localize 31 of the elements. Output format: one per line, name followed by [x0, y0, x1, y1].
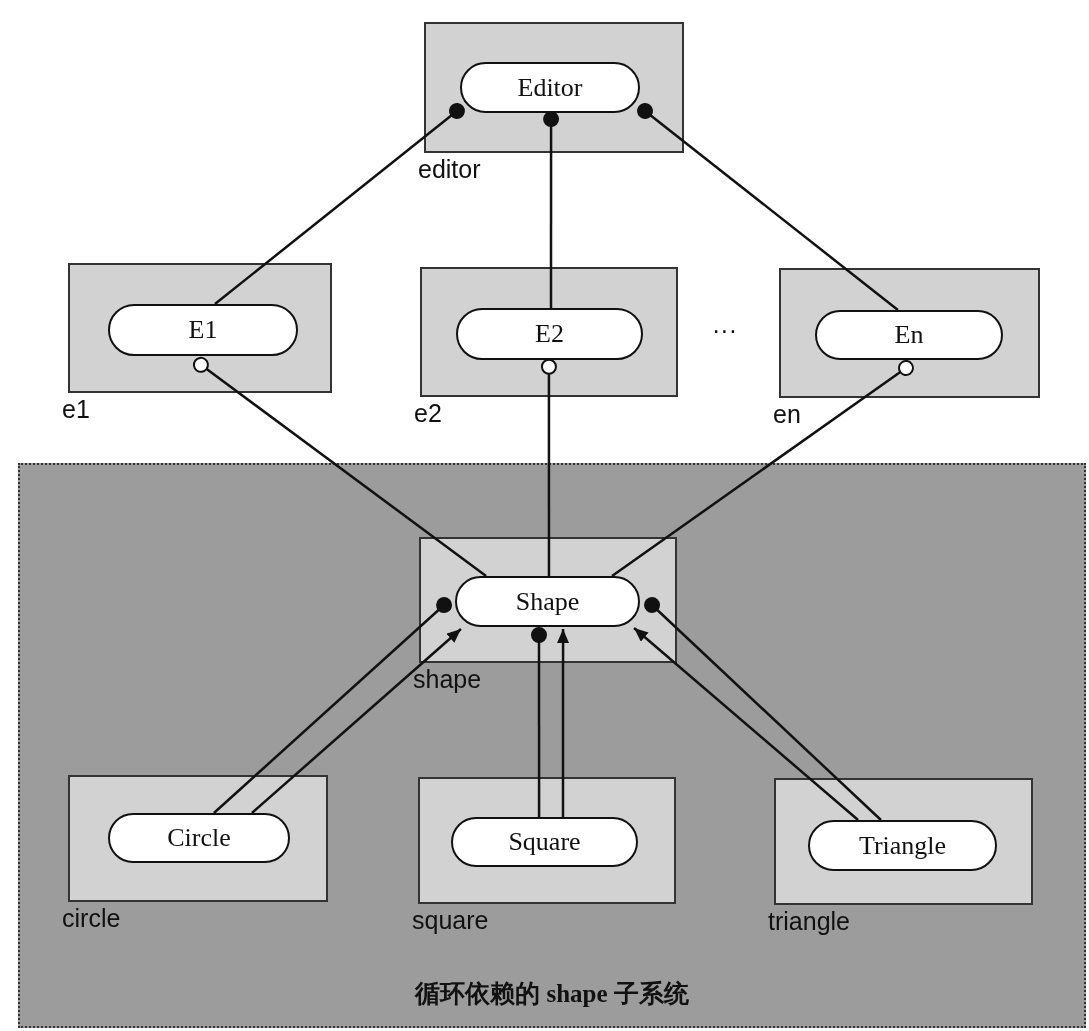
arrow [557, 629, 570, 817]
ball-connector [214, 102, 465, 305]
rounded-box: Circle [108, 813, 290, 863]
ball-connector [192, 356, 487, 577]
rounded-box: E1 [108, 304, 298, 356]
ball-connector [213, 597, 453, 814]
ball-connector [543, 111, 560, 308]
region-caption: 循环依赖的 shape 子系统 [415, 979, 689, 1009]
box-label: circle [62, 904, 121, 933]
box-label: shape [413, 665, 482, 694]
arrow [251, 628, 462, 814]
rounded-box: Shape [455, 576, 640, 627]
box-label: triangle [768, 907, 850, 936]
rounded-box: En [815, 310, 1003, 360]
arrow [633, 627, 859, 821]
rounded-box: E2 [456, 308, 643, 360]
ball-connector [637, 102, 899, 311]
box-label: e2 [414, 399, 442, 428]
ball-connector [531, 627, 547, 817]
ball-connector [540, 358, 557, 576]
ball-connector [644, 597, 882, 821]
ellipsis: ··· [712, 316, 737, 345]
subsystem-region [18, 463, 1086, 1028]
box-label: square [412, 906, 489, 935]
box-label: editor [418, 155, 481, 184]
rounded-box: Square [451, 817, 638, 867]
ball-connector [611, 360, 914, 577]
box-label: en [773, 400, 801, 429]
rounded-box: Editor [460, 62, 640, 113]
box-label: e1 [62, 395, 90, 424]
rounded-box: Triangle [808, 820, 997, 871]
